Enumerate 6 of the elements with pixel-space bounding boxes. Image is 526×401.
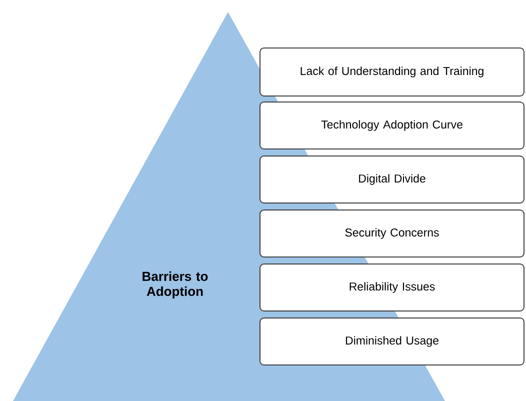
text-box: Diminished Usage [260,318,524,366]
text-box: Lack of Understanding and Training [260,48,524,96]
text-box: Reliability Issues [260,264,524,312]
text-box: Technology Adoption Curve [260,102,524,150]
text-box: Digital Divide [260,156,524,204]
text-box: Security Concerns [260,210,524,258]
